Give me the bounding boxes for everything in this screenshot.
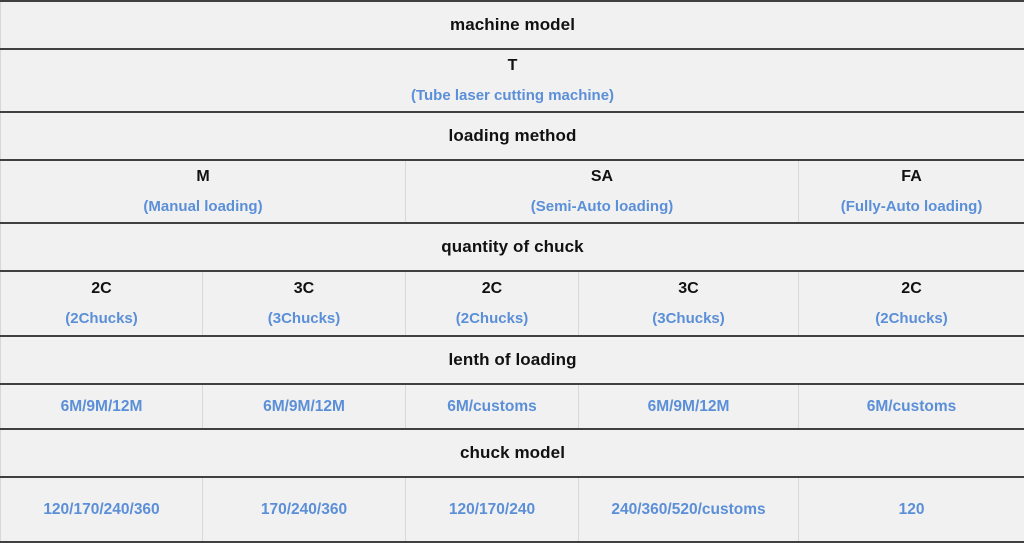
cell-chuck-quantity-5: 2C (2Chucks) — [799, 271, 1024, 336]
chuck-model-value: 120 — [899, 501, 925, 518]
chuck-quantity-description: (3Chucks) — [268, 307, 341, 330]
section-header-label: lenth of loading — [448, 350, 576, 369]
cell-chuck-quantity-2: 3C (3Chucks) — [203, 271, 406, 336]
loading-method-code: FA — [901, 165, 921, 190]
loading-length-value: 6M/customs — [867, 398, 957, 415]
cell-chuck-model-2: 170/240/360 — [203, 477, 406, 542]
cell-chuck-model-3: 120/170/240 — [406, 477, 579, 542]
cell-chuck-model-5: 120 — [799, 477, 1024, 542]
section-row-machine-model: machine model — [1, 1, 1024, 49]
cell-loading-method-manual: M (Manual loading) — [1, 160, 406, 223]
chuck-quantity-code: 2C — [482, 277, 502, 302]
cell-machine-model: T (Tube laser cutting machine) — [1, 49, 1024, 112]
value-row-lenth-of-loading: 6M/9M/12M 6M/9M/12M 6M/customs 6M/9M/12M… — [1, 384, 1024, 429]
section-row-chuck-model: chuck model — [1, 429, 1024, 477]
loading-length-value: 6M/9M/12M — [648, 398, 730, 415]
section-row-quantity-of-chuck: quantity of chuck — [1, 223, 1024, 271]
section-header-label: loading method — [449, 126, 577, 145]
cell-loading-method-semi-auto: SA (Semi-Auto loading) — [406, 160, 799, 223]
section-header-machine-model: machine model — [1, 1, 1024, 49]
section-header-label: machine model — [450, 15, 575, 34]
section-row-lenth-of-loading: lenth of loading — [1, 336, 1024, 384]
chuck-quantity-code: 2C — [901, 277, 921, 302]
chuck-model-value: 170/240/360 — [261, 501, 347, 518]
machine-model-code: T — [508, 54, 518, 79]
loading-method-code: M — [196, 165, 209, 190]
chuck-quantity-description: (2Chucks) — [65, 307, 138, 330]
chuck-model-value: 120/170/240 — [449, 501, 535, 518]
value-row-machine-model: T (Tube laser cutting machine) — [1, 49, 1024, 112]
chuck-model-value: 120/170/240/360 — [43, 501, 159, 518]
section-row-loading-method: loading method — [1, 112, 1024, 160]
chuck-quantity-description: (2Chucks) — [875, 307, 948, 330]
cell-loading-length-2: 6M/9M/12M — [203, 384, 406, 429]
chuck-quantity-description: (2Chucks) — [456, 307, 529, 330]
cell-loading-method-fully-auto: FA (Fully-Auto loading) — [799, 160, 1024, 223]
loading-method-description: (Fully-Auto loading) — [841, 195, 983, 218]
loading-method-description: (Manual loading) — [143, 195, 262, 218]
chuck-quantity-code: 2C — [91, 277, 111, 302]
chuck-quantity-description: (3Chucks) — [652, 307, 725, 330]
loading-method-description: (Semi-Auto loading) — [531, 195, 674, 218]
chuck-quantity-code: 3C — [294, 277, 314, 302]
cell-loading-length-1: 6M/9M/12M — [1, 384, 203, 429]
cell-loading-length-3: 6M/customs — [406, 384, 579, 429]
cell-loading-length-4: 6M/9M/12M — [579, 384, 799, 429]
chuck-quantity-code: 3C — [678, 277, 698, 302]
section-header-lenth-of-loading: lenth of loading — [1, 336, 1024, 384]
section-header-loading-method: loading method — [1, 112, 1024, 160]
cell-chuck-quantity-4: 3C (3Chucks) — [579, 271, 799, 336]
value-row-chuck-model: 120/170/240/360 170/240/360 120/170/240 … — [1, 477, 1024, 542]
cell-chuck-model-1: 120/170/240/360 — [1, 477, 203, 542]
cell-chuck-quantity-3: 2C (2Chucks) — [406, 271, 579, 336]
value-row-loading-method: M (Manual loading) SA (Semi-Auto loading… — [1, 160, 1024, 223]
cell-chuck-quantity-1: 2C (2Chucks) — [1, 271, 203, 336]
value-row-quantity-of-chuck: 2C (2Chucks) 3C (3Chucks) 2C (2Chucks) 3… — [1, 271, 1024, 336]
loading-length-value: 6M/customs — [447, 398, 537, 415]
cell-loading-length-5: 6M/customs — [799, 384, 1024, 429]
section-header-label: chuck model — [460, 443, 565, 462]
section-header-label: quantity of chuck — [441, 237, 583, 256]
cell-chuck-model-4: 240/360/520/customs — [579, 477, 799, 542]
chuck-model-value: 240/360/520/customs — [611, 501, 765, 518]
loading-length-value: 6M/9M/12M — [61, 398, 143, 415]
loading-length-value: 6M/9M/12M — [263, 398, 345, 415]
section-header-chuck-model: chuck model — [1, 429, 1024, 477]
machine-model-description: (Tube laser cutting machine) — [411, 84, 614, 107]
loading-method-code: SA — [591, 165, 613, 190]
section-header-quantity-of-chuck: quantity of chuck — [1, 223, 1024, 271]
